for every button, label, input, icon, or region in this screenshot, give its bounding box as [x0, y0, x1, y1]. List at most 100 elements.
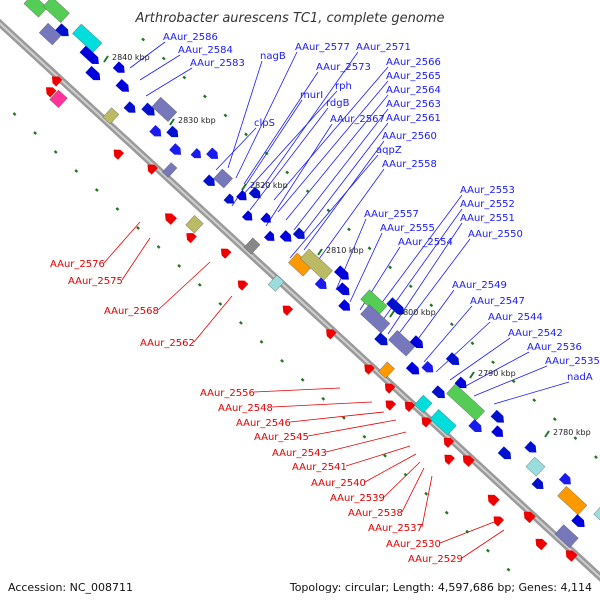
- forward-label-connector: [243, 71, 319, 185]
- scale-dot: [161, 56, 166, 61]
- forward-gene-label: AAur_2586: [163, 32, 218, 43]
- forward-label-connector: [349, 232, 383, 303]
- kbp-tick-label: 2790 kbp: [478, 369, 516, 378]
- forward-label-connector: [473, 365, 548, 397]
- reverse-gene-label: AAur_2541: [292, 462, 347, 473]
- reverse-gene-label: AAur_2556: [200, 388, 255, 399]
- forward-gene-label: rdgB: [326, 98, 350, 109]
- forward-gene: [571, 514, 585, 527]
- reverse-gene: [565, 550, 578, 562]
- reverse-gene: [364, 364, 375, 375]
- reverse-gene-label: AAur_2562: [140, 338, 195, 349]
- scale-dot: [182, 75, 187, 80]
- reverse-gene: [186, 233, 197, 244]
- scale-dot: [424, 491, 429, 496]
- scale-dot: [223, 113, 228, 118]
- reverse-gene: [45, 87, 57, 98]
- forward-gene: [72, 23, 103, 53]
- forward-gene: [202, 174, 215, 186]
- scale-dot: [280, 358, 285, 363]
- kbp-tick-label: 2840 kbp: [112, 53, 150, 62]
- scale-dot: [141, 37, 146, 42]
- kbp-tick-label: 2810 kbp: [326, 246, 364, 255]
- forward-gene-label: clpS: [254, 118, 275, 129]
- forward-gene: [421, 360, 434, 373]
- reverse-label-connector: [421, 475, 433, 528]
- forward-gene-label: aqpZ: [376, 145, 402, 156]
- forward-gene: [112, 61, 125, 73]
- forward-gene-label: AAur_2577: [295, 42, 350, 53]
- forward-gene: [525, 456, 546, 477]
- forward-label-connector: [289, 154, 379, 259]
- forward-label-connector: [277, 80, 389, 213]
- forward-gene-label: AAur_2549: [452, 280, 507, 291]
- forward-gene: [23, 0, 48, 18]
- scale-dot: [388, 265, 393, 270]
- forward-gene-label: AAur_2557: [364, 209, 419, 220]
- forward-label-connector: [493, 381, 570, 405]
- scale-dot: [429, 303, 434, 308]
- forward-gene: [149, 124, 162, 137]
- scale-dot: [444, 510, 449, 515]
- forward-gene-label: AAur_2551: [460, 213, 515, 224]
- scale-dot: [573, 436, 578, 441]
- forward-gene-label: nagB: [260, 51, 286, 62]
- scale-dot: [218, 301, 223, 306]
- forward-gene-label: AAur_2552: [460, 199, 515, 210]
- forward-gene-label: AAur_2535: [545, 356, 600, 367]
- kbp-tick-mark: [241, 183, 247, 191]
- reverse-gene-label: AAur_2543: [272, 448, 327, 459]
- reverse-gene: [554, 524, 579, 549]
- reverse-gene-label: AAur_2530: [386, 539, 441, 550]
- reverse-gene: [421, 417, 433, 428]
- reverse-gene-label: AAur_2539: [330, 493, 385, 504]
- forward-gene: [558, 472, 571, 485]
- scale-dot: [341, 415, 346, 420]
- forward-gene-label: AAur_2560: [382, 131, 437, 142]
- reverse-gene-label: AAur_2538: [348, 508, 403, 519]
- forward-gene: [213, 168, 233, 189]
- forward-gene: [260, 212, 271, 223]
- scale-dot: [321, 396, 326, 401]
- reverse-gene: [267, 274, 285, 292]
- reverse-label-connector: [271, 401, 373, 408]
- forward-gene: [206, 147, 219, 159]
- reverse-gene: [487, 494, 500, 507]
- scale-dot: [485, 548, 490, 553]
- reverse-gene: [523, 511, 536, 524]
- forward-gene: [409, 335, 424, 349]
- kbp-tick-mark: [317, 248, 323, 256]
- reverse-label-connector: [461, 529, 505, 559]
- reverse-gene: [220, 248, 232, 259]
- scale-dot: [259, 339, 264, 344]
- reverse-label-connector: [121, 237, 151, 281]
- genome-title: Arthrobacter aurescens TC1, complete gen…: [135, 11, 445, 26]
- forward-label-connector: [393, 238, 471, 341]
- forward-gene: [497, 446, 512, 460]
- scale-dot: [511, 379, 516, 384]
- forward-label-connector: [241, 90, 338, 197]
- forward-gene-label: AAur_2584: [178, 45, 233, 56]
- forward-gene-label: AAur_2547: [470, 296, 525, 307]
- forward-gene: [491, 425, 504, 437]
- scale-dot: [470, 341, 475, 346]
- scale-dot: [594, 455, 598, 460]
- forward-gene: [55, 23, 69, 37]
- scale-dot: [491, 360, 495, 365]
- forward-gene: [336, 282, 350, 296]
- forward-gene: [115, 78, 129, 92]
- scale-dot: [300, 377, 305, 382]
- forward-gene-label: AAur_2571: [356, 42, 411, 53]
- forward-gene: [468, 419, 482, 433]
- forward-gene: [236, 190, 247, 201]
- forward-gene-label: AAur_2550: [468, 229, 523, 240]
- forward-label-connector: [261, 51, 359, 189]
- scale-dot: [239, 320, 243, 325]
- scale-dot: [326, 208, 331, 213]
- forward-gene: [557, 486, 588, 516]
- reverse-gene-label: AAur_2576: [50, 259, 105, 270]
- forward-gene: [405, 361, 420, 375]
- forward-gene: [446, 383, 486, 421]
- reverse-gene-label: AAur_2568: [104, 306, 159, 317]
- reverse-gene: [462, 455, 475, 467]
